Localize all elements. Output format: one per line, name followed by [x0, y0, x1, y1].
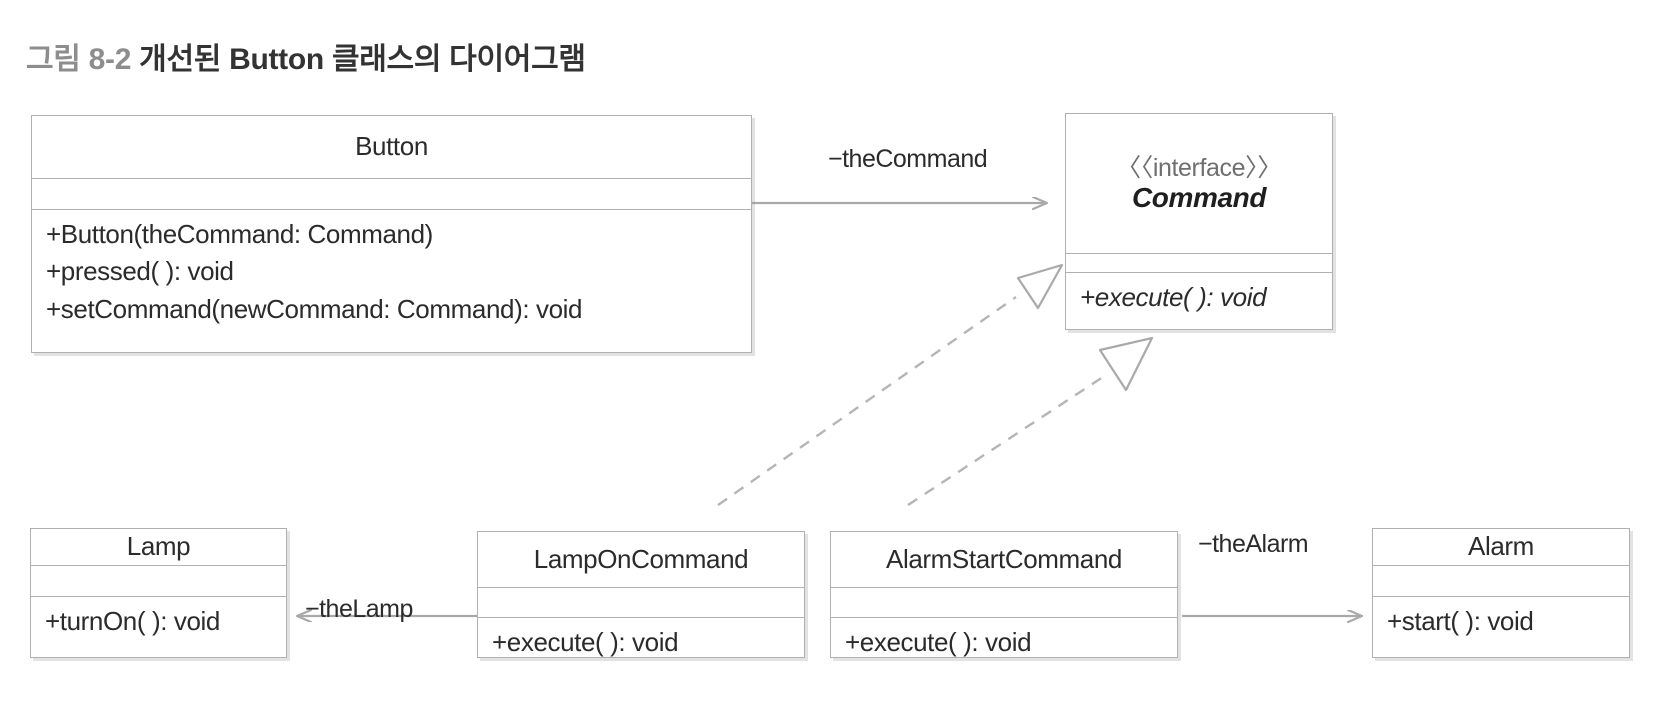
operation-row: +setCommand(newCommand: Command): void: [46, 293, 583, 324]
class-operations-button: +Button(theCommand: Command) +pressed( )…: [32, 210, 751, 336]
class-operations-alarm-start-command: +execute( ): void: [831, 618, 1177, 669]
class-name-header-lamp: Lamp: [31, 529, 286, 566]
class-operations-alarm: +start( ): void: [1373, 597, 1629, 648]
class-attributes-alarm-start-command: [831, 588, 1177, 618]
class-name-header-lamp-on-command: LampOnCommand: [478, 532, 804, 588]
class-box-lamp-on-command[interactable]: LampOnCommand +execute( ): void: [477, 531, 805, 658]
operation-row: +Button(theCommand: Command): [46, 219, 433, 249]
operation-row: +turnOn( ): void: [45, 606, 220, 636]
class-operations-command: +execute( ): void: [1066, 273, 1332, 324]
class-operations-lamp: +turnOn( ): void: [31, 597, 286, 648]
edge-label-the-lamp: −theLamp: [305, 595, 413, 623]
operation-row: +start( ): void: [1387, 606, 1534, 636]
operation-row: +execute( ): void: [845, 627, 1032, 657]
class-attributes-lamp-on-command: [478, 588, 804, 618]
class-attributes-button: [32, 179, 751, 210]
edge-alarmStartCommand-to-command: [907, 336, 1154, 507]
class-box-alarm[interactable]: Alarm +start( ): void: [1372, 528, 1630, 658]
operation-row: +execute( ): void: [1080, 282, 1267, 312]
class-attributes-alarm: [1373, 566, 1629, 597]
edge-label-the-command: −theCommand: [828, 145, 988, 173]
operation-row: +pressed( ): void: [46, 256, 234, 287]
class-name-lamp: Lamp: [126, 531, 191, 562]
page-title: 그림 8-2 개선된 Button 클래스의 다이어그램: [26, 34, 586, 78]
class-box-button[interactable]: Button +Button(theCommand: Command) +pre…: [31, 115, 752, 353]
edge-lampOnCommand-to-command: [717, 263, 1064, 506]
class-name-alarm: Alarm: [1468, 531, 1534, 562]
edge-label-the-alarm: −theAlarm: [1198, 530, 1309, 558]
class-box-lamp[interactable]: Lamp +turnOn( ): void: [30, 528, 287, 658]
class-box-alarm-start-command[interactable]: AlarmStartCommand +execute( ): void: [830, 531, 1178, 658]
stereotype-interface: 〈〈interface〉〉: [1116, 153, 1282, 182]
class-name-header-button: Button: [32, 116, 751, 179]
class-attributes-command: [1066, 254, 1332, 273]
class-operations-lamp-on-command: +execute( ): void: [478, 618, 804, 669]
class-name-alarm-start-command: AlarmStartCommand: [886, 543, 1122, 574]
operation-row: +execute( ): void: [492, 627, 679, 657]
class-name-header-alarm: Alarm: [1373, 529, 1629, 566]
class-name-command: Command: [1131, 181, 1267, 213]
class-attributes-lamp: [31, 566, 286, 597]
class-box-command[interactable]: 〈〈interface〉〉 Command +execute( ): void: [1065, 113, 1333, 330]
class-name-header-command: 〈〈interface〉〉 Command: [1066, 114, 1332, 254]
class-name-lamp-on-command: LampOnCommand: [533, 543, 749, 574]
figure-number: 그림 8-2: [26, 43, 132, 76]
class-name-button: Button: [355, 131, 428, 162]
class-name-header-alarm-start-command: AlarmStartCommand: [831, 532, 1177, 588]
figure-title-text: 개선된 Button 클래스의 다이어그램: [139, 43, 586, 76]
